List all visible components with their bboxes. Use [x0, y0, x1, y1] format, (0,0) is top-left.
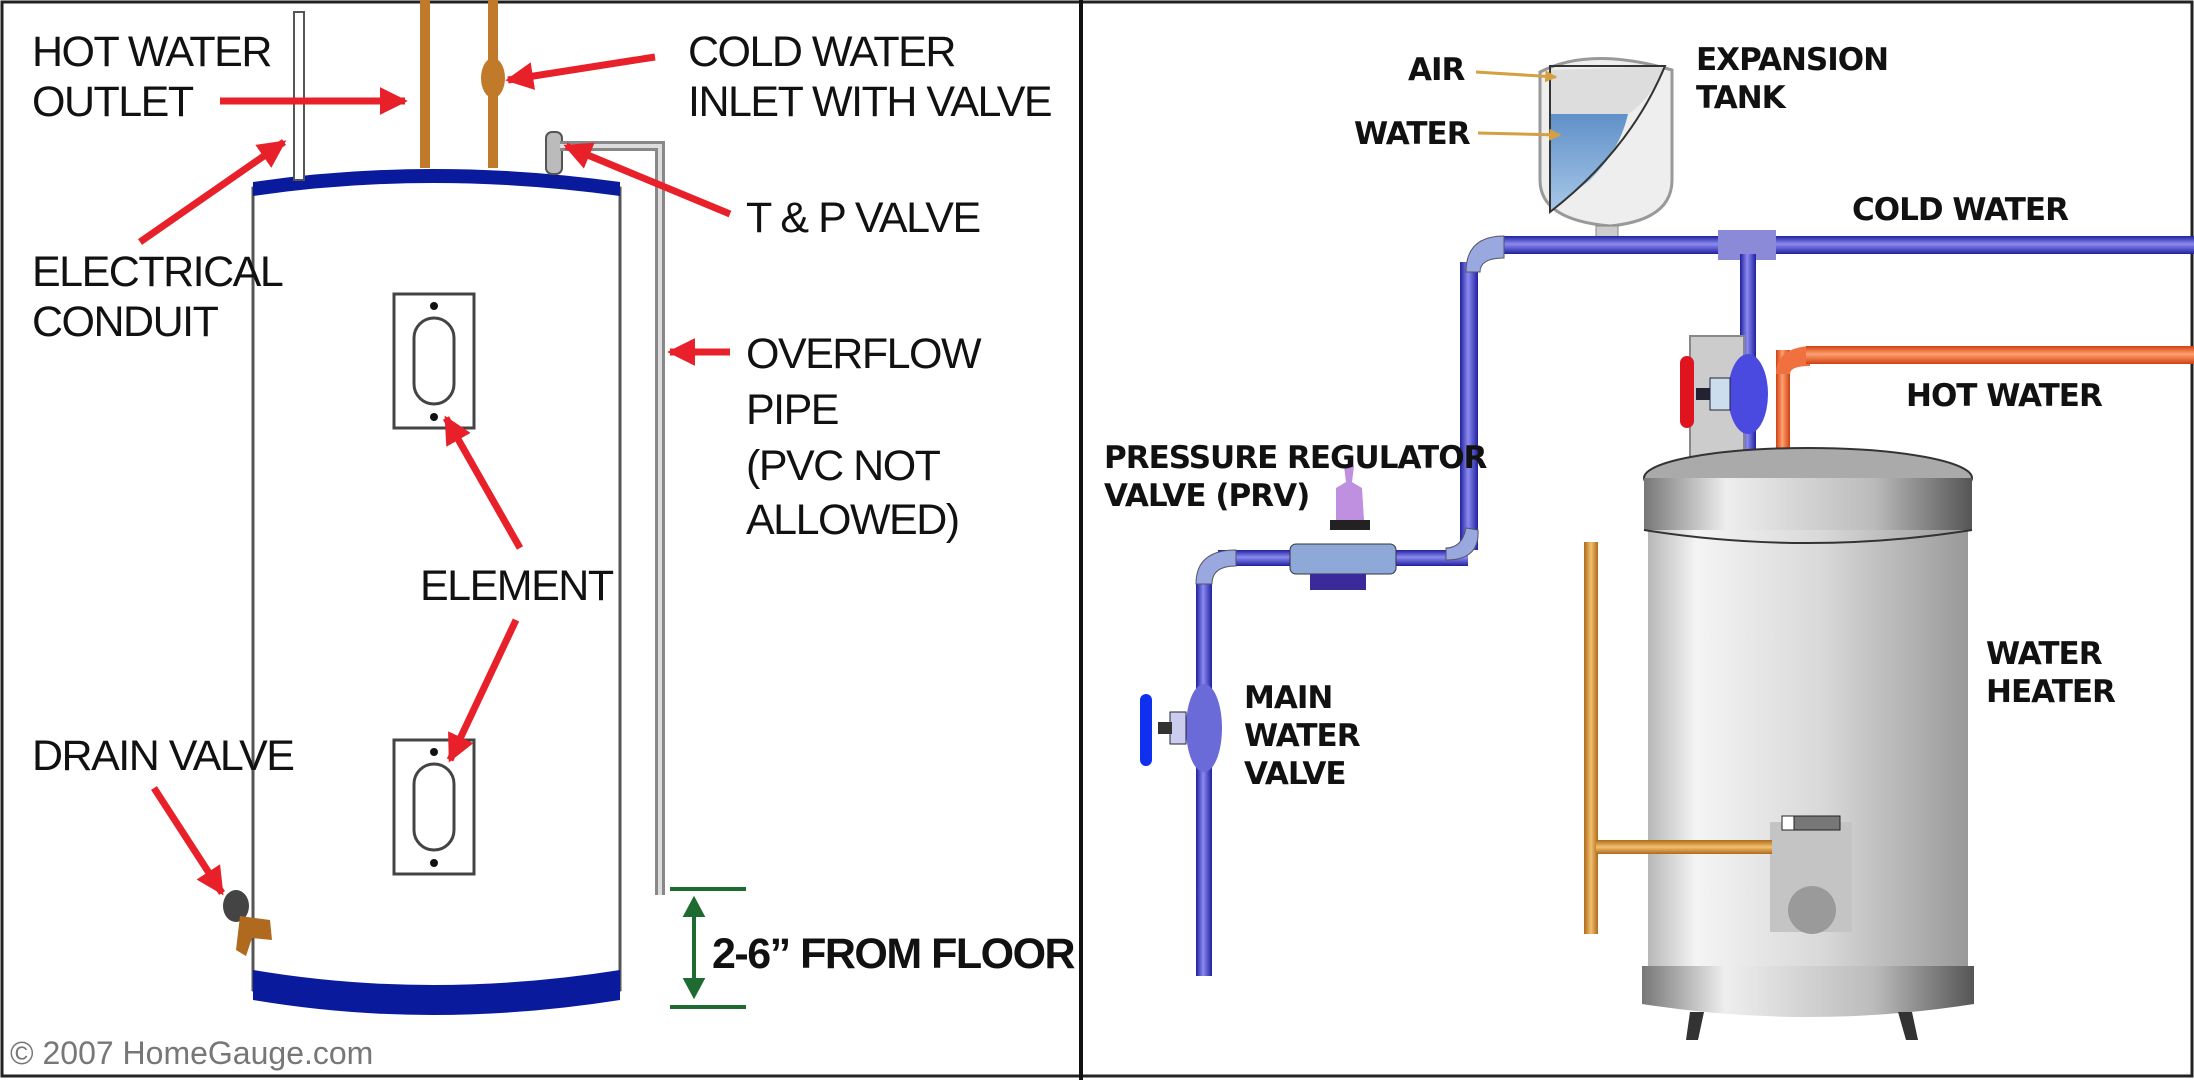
arrow-tp-valve [563, 142, 732, 218]
arrow-cold-inlet [505, 53, 656, 90]
arrow-element-lower [446, 618, 520, 763]
cold-inlet-valve [481, 58, 505, 98]
pressure-regulator-valve [1289, 466, 1397, 590]
label-cold-water: COLD WATER [1852, 192, 2069, 228]
gas-water-heater [1642, 335, 2194, 1040]
label-overflow-pipe: OVERFLOW PIPE (PVC NOT ALLOWED) [746, 330, 991, 544]
label-main-water-valve: MAIN WATER VALVE [1244, 680, 1369, 792]
label-cold-water-inlet: COLD WATER INLET WITH VALVE [688, 28, 1051, 126]
label-electrical-conduit: ELECTRICAL CONDUIT [32, 248, 291, 346]
hot-water-outlet-pipe [420, 0, 430, 168]
left-panel: HOT WATER OUTLET COLD WATER INLET WITH V… [10, 0, 1077, 1071]
copyright-text: © 2007 HomeGauge.com [10, 1035, 373, 1071]
upper-element [392, 292, 476, 430]
hot-water-line [1806, 346, 2194, 364]
arrow-water [1477, 128, 1562, 141]
electrical-conduit-pipe [293, 11, 305, 181]
label-air: AIR [1408, 52, 1466, 88]
expansion-tank [1538, 57, 1674, 241]
label-expansion-tank: EXPANSION TANK [1696, 42, 1898, 116]
electric-water-heater-tank [251, 169, 622, 1015]
hot-riser [1776, 350, 1790, 478]
label-from-floor: 2-6” FROM FLOOR [712, 930, 1076, 978]
arrow-air [1475, 70, 1558, 83]
callout-arrows [138, 53, 732, 896]
label-hot-water-outlet: HOT WATER OUTLET [32, 28, 281, 126]
arrow-conduit [138, 139, 287, 245]
arrow-drain [151, 786, 225, 896]
label-element: ELEMENT [420, 562, 614, 610]
label-tp-valve: T & P VALVE [746, 194, 980, 242]
main-water-valve [1140, 684, 1222, 772]
right-panel: AIR WATER EXPANSION TANK COLD WATER HOT … [1104, 42, 2194, 1040]
label-water-heater: WATER HEATER [1986, 636, 2116, 710]
drain-valve [223, 890, 272, 956]
floor-clearance-dimension [670, 887, 746, 1009]
label-water: WATER [1354, 116, 1471, 152]
label-prv: PRESSURE REGULATOR VALVE (PRV) [1104, 440, 1496, 514]
arrow-element-upper [442, 415, 524, 550]
label-hot-water: HOT WATER [1906, 378, 2103, 414]
lower-element [392, 738, 476, 876]
tank-callout-arrows [1475, 70, 1562, 141]
tp-valve [545, 131, 563, 175]
gas-supply-pipe [1584, 542, 1772, 934]
label-drain-valve: DRAIN VALVE [32, 732, 294, 780]
